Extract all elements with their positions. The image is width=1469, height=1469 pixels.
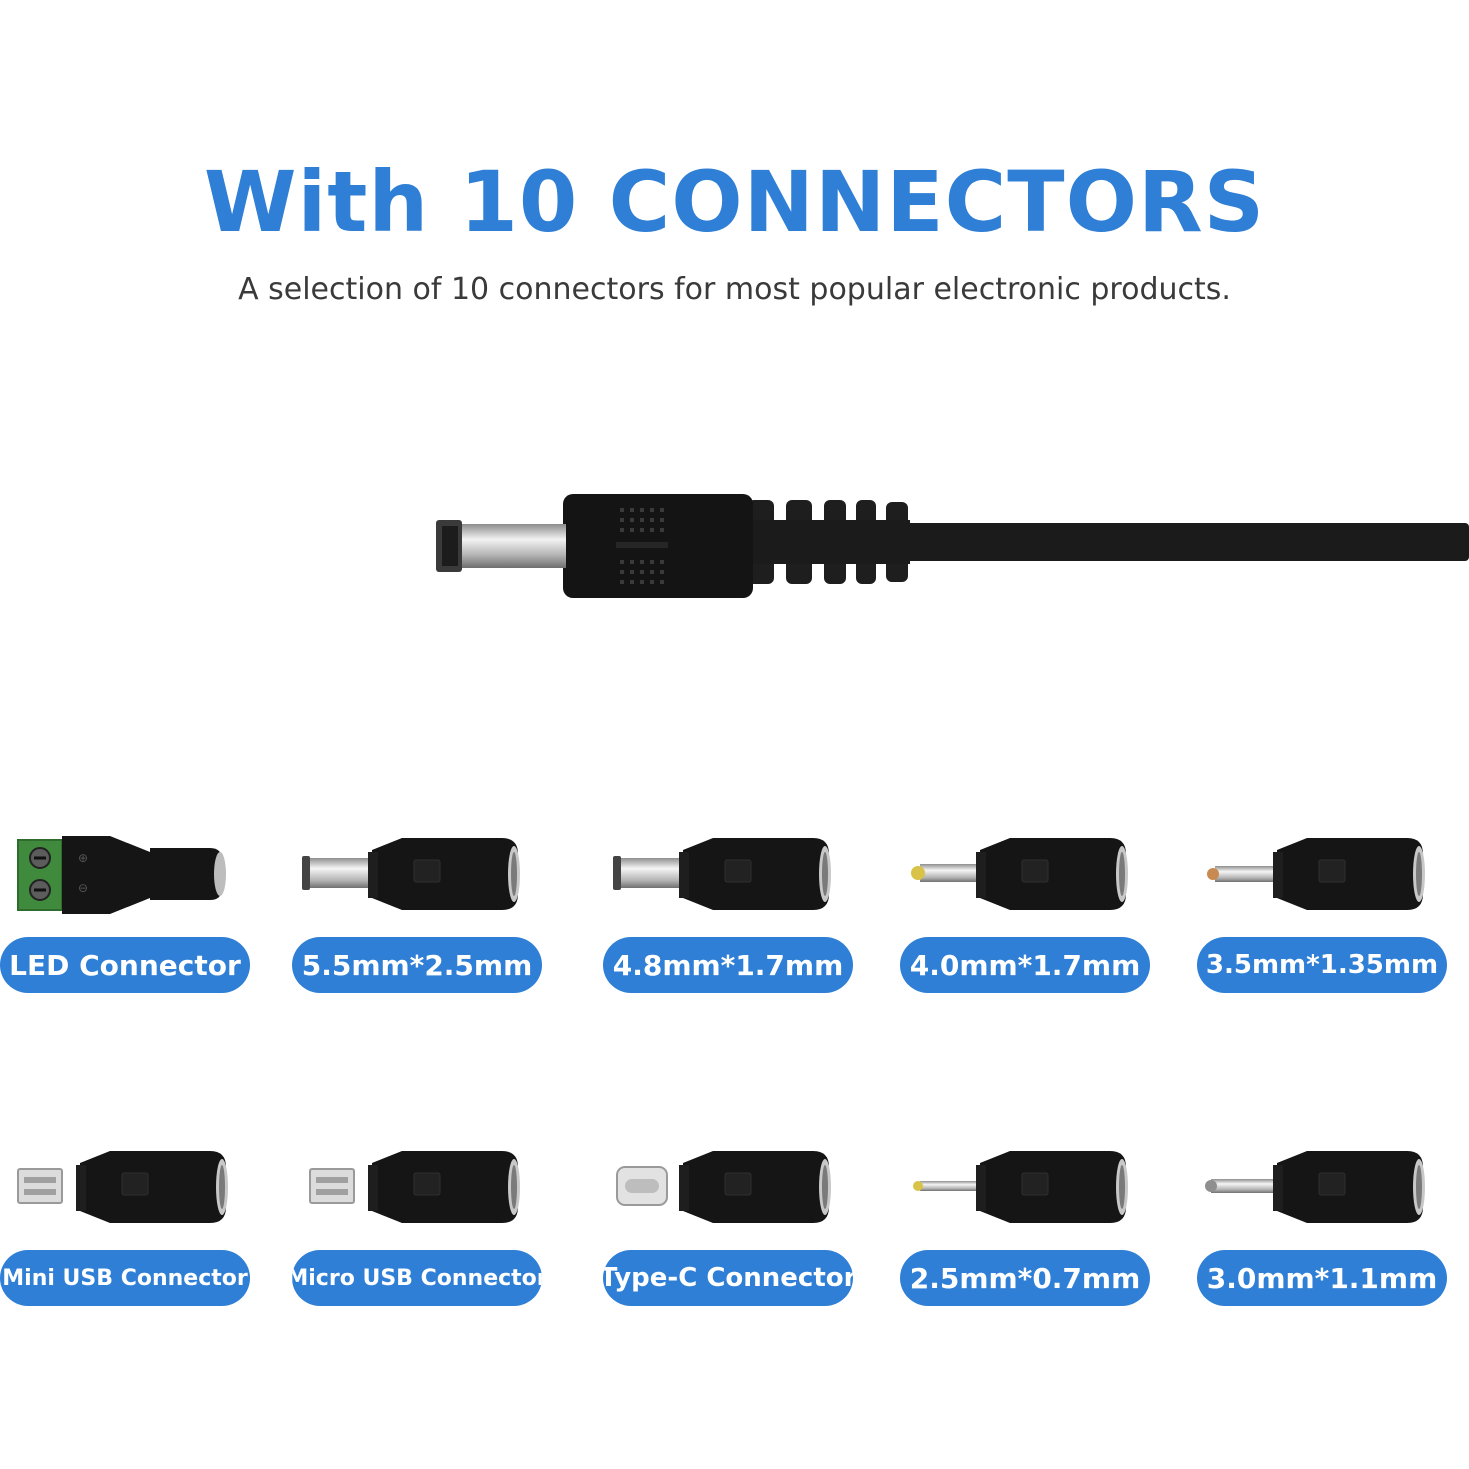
connector-tile: ⊕ ⊖ LED Connector (0, 830, 250, 1010)
mini-usb-plug-icon (17, 1151, 228, 1223)
connector-tile: 2.5mm*0.7mm (900, 1143, 1150, 1323)
connector-label: 4.0mm*1.7mm (900, 937, 1150, 993)
svg-text:⊖: ⊖ (78, 881, 88, 895)
page-subtitle: A selection of 10 connectors for most po… (238, 272, 1231, 307)
svg-text:⊕: ⊕ (78, 851, 88, 865)
connector-tile: 4.0mm*1.7mm (900, 830, 1150, 1010)
barrel-plug-icon (1205, 1151, 1425, 1223)
barrel-plug-icon (1207, 838, 1425, 910)
connector-tile: 3.5mm*1.35mm (1197, 830, 1447, 1010)
page-title: With 10 CONNECTORS (203, 153, 1266, 251)
barrel-plug-icon (302, 838, 520, 910)
connector-label: 3.5mm*1.35mm (1197, 937, 1447, 993)
connector-tile: 5.5mm*2.5mm (292, 830, 542, 1010)
barrel-plug-icon (911, 838, 1128, 910)
type-c-plug-icon (616, 1151, 831, 1223)
connector-tile: 4.8mm*1.7mm (603, 830, 853, 1010)
connector-label: 2.5mm*0.7mm (900, 1250, 1150, 1306)
connector-label: Micro USB Connector (292, 1250, 542, 1306)
barrel-plug-icon (613, 838, 831, 910)
connector-label: LED Connector (0, 937, 250, 993)
connector-label: 5.5mm*2.5mm (292, 937, 542, 993)
connector-label: 4.8mm*1.7mm (603, 937, 853, 993)
connector-tile: Type-C Connector (603, 1143, 853, 1323)
connector-label: Type-C Connector (603, 1250, 853, 1306)
micro-usb-plug-icon (309, 1151, 520, 1223)
connector-label: 3.0mm*1.1mm (1197, 1250, 1447, 1306)
barrel-plug-icon (913, 1151, 1128, 1223)
dc-plug-cable-icon (436, 494, 1469, 598)
connector-tile: Mini USB Connector (0, 1143, 250, 1323)
connector-label: Mini USB Connector (0, 1250, 250, 1306)
connector-tile: Micro USB Connector (292, 1143, 542, 1323)
led-terminal-connector-icon: ⊕ ⊖ (17, 836, 226, 914)
connector-tile: 3.0mm*1.1mm (1197, 1143, 1447, 1323)
